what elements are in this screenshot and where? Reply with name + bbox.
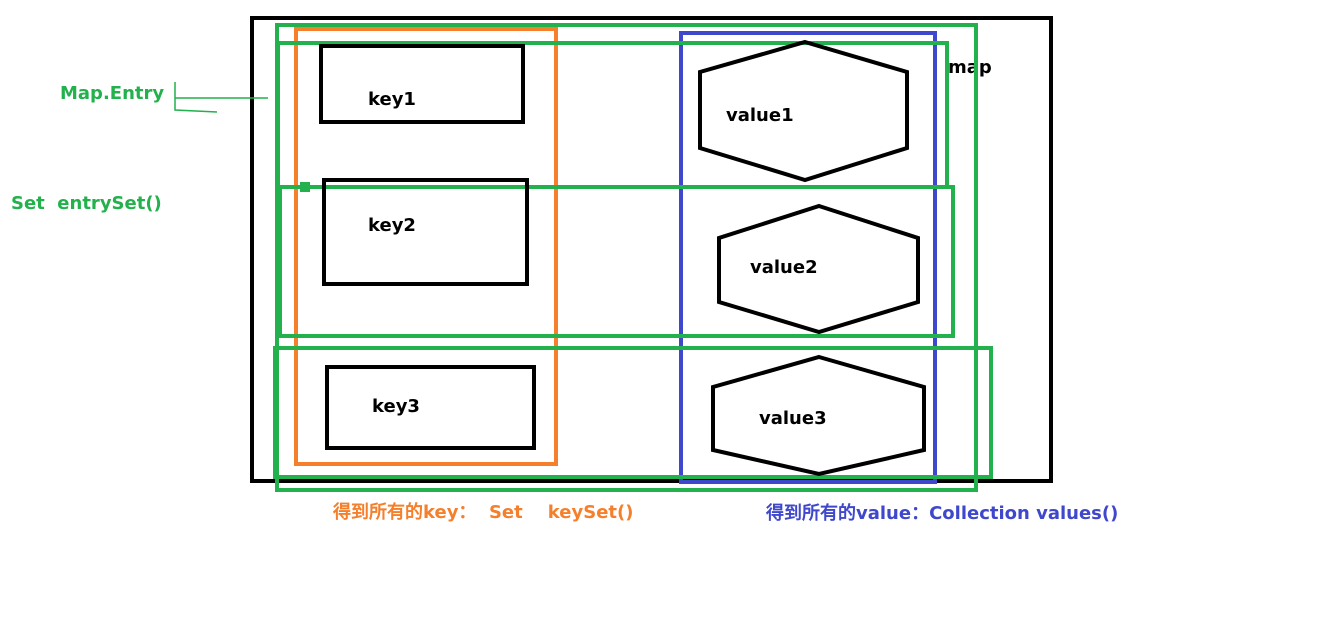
values-caption: 得到所有的value：Collection values(): [765, 502, 1118, 524]
value3-label: value3: [759, 408, 827, 429]
entry-row-3: [273, 346, 993, 479]
value2-label: value2: [750, 257, 818, 278]
key2-box: [322, 178, 529, 286]
value2-hexagon: [717, 203, 920, 335]
map-entry-pointer: [174, 82, 268, 113]
map-container: [250, 16, 1053, 483]
keyset-caption: 得到所有的key： Set keySet(): [332, 501, 633, 523]
key3-label: key3: [372, 396, 420, 417]
map-entry-label: Map.Entry: [60, 83, 164, 104]
keyset-box: [294, 27, 558, 466]
key2-label: key2: [368, 215, 416, 236]
key1-label: key1: [368, 89, 416, 110]
entry-marker: [300, 182, 310, 192]
key1-box: [319, 44, 525, 124]
values-collection-box: [679, 31, 937, 484]
value3-hexagon: [711, 354, 926, 477]
value1-hexagon: [698, 39, 909, 183]
value1-label: value1: [726, 105, 794, 126]
key3-box: [325, 365, 536, 450]
entryset-label: Set entrySet(): [11, 193, 162, 214]
map-label: map: [948, 57, 992, 78]
entry-row-2: [278, 185, 955, 338]
entryset-box: [275, 23, 978, 492]
